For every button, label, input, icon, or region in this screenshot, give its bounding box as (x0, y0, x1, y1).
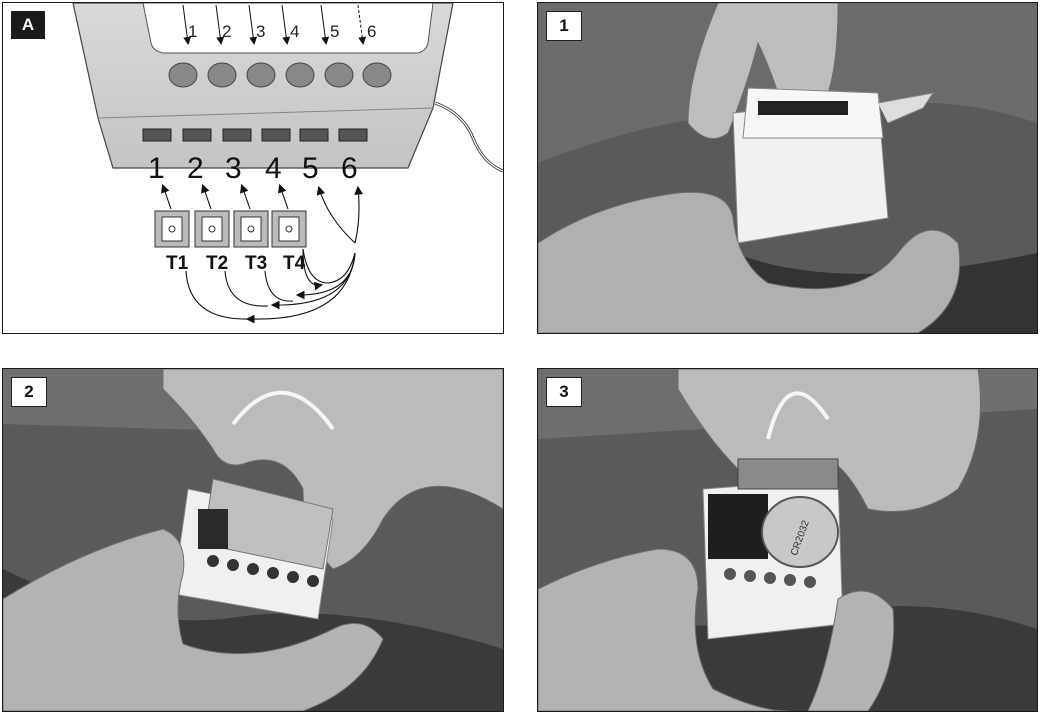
panel-tag-a: A (11, 11, 45, 39)
panel-tag-1: 1 (546, 11, 582, 41)
screw-holes (168, 62, 392, 88)
top-number-2: 2 (222, 22, 231, 41)
photo-battery-compartment: CR2032 (538, 369, 1037, 711)
push-button-t1 (154, 210, 190, 248)
top-number-6: 6 (367, 22, 376, 41)
photo-panel-2: 2 (2, 368, 504, 712)
top-number-5: 5 (330, 22, 339, 41)
terminal-number-1: 1 (148, 152, 165, 185)
wiring-diagram-panel: A (2, 2, 504, 334)
push-button-t4 (271, 210, 307, 248)
photo-terminal-block (3, 369, 503, 711)
button-labels: T1 T2 T3 T4 (166, 253, 306, 274)
top-number-1: 1 (188, 22, 197, 41)
top-number-3: 3 (256, 22, 265, 41)
terminal-number-4: 4 (265, 152, 282, 185)
photo-panel-1: 1 (537, 2, 1038, 334)
button-to-terminal-wires (161, 183, 289, 210)
common-wires (185, 185, 364, 324)
push-button-t2 (194, 210, 230, 248)
panel-tag-3: 3 (546, 377, 582, 407)
photo-open-receiver-cover (538, 3, 1037, 333)
terminal-number-5: 5 (302, 152, 319, 185)
button-label-t2: T2 (206, 253, 228, 274)
terminal-number-2: 2 (187, 152, 204, 185)
push-button-t3 (233, 210, 269, 248)
terminal-number-3: 3 (225, 152, 242, 185)
top-wire-arrows (182, 4, 367, 45)
terminal-slots (142, 128, 368, 142)
photo-panel-3: 3 CR2032 (537, 368, 1038, 712)
terminal-number-6: 6 (341, 152, 358, 185)
button-label-t4: T4 (283, 253, 306, 274)
receiver-housing (72, 3, 503, 173)
button-label-t1: T1 (166, 253, 189, 274)
terminal-numbers: 1 2 3 4 5 6 (148, 152, 358, 185)
top-wire-numbers: 1 2 3 4 5 6 (188, 22, 376, 41)
wiring-diagram: 1 2 3 4 5 6 1 2 3 4 5 6 (72, 3, 503, 324)
top-number-4: 4 (290, 22, 299, 41)
button-label-t3: T3 (245, 253, 267, 274)
push-buttons (154, 210, 307, 248)
panel-tag-2: 2 (11, 377, 47, 407)
